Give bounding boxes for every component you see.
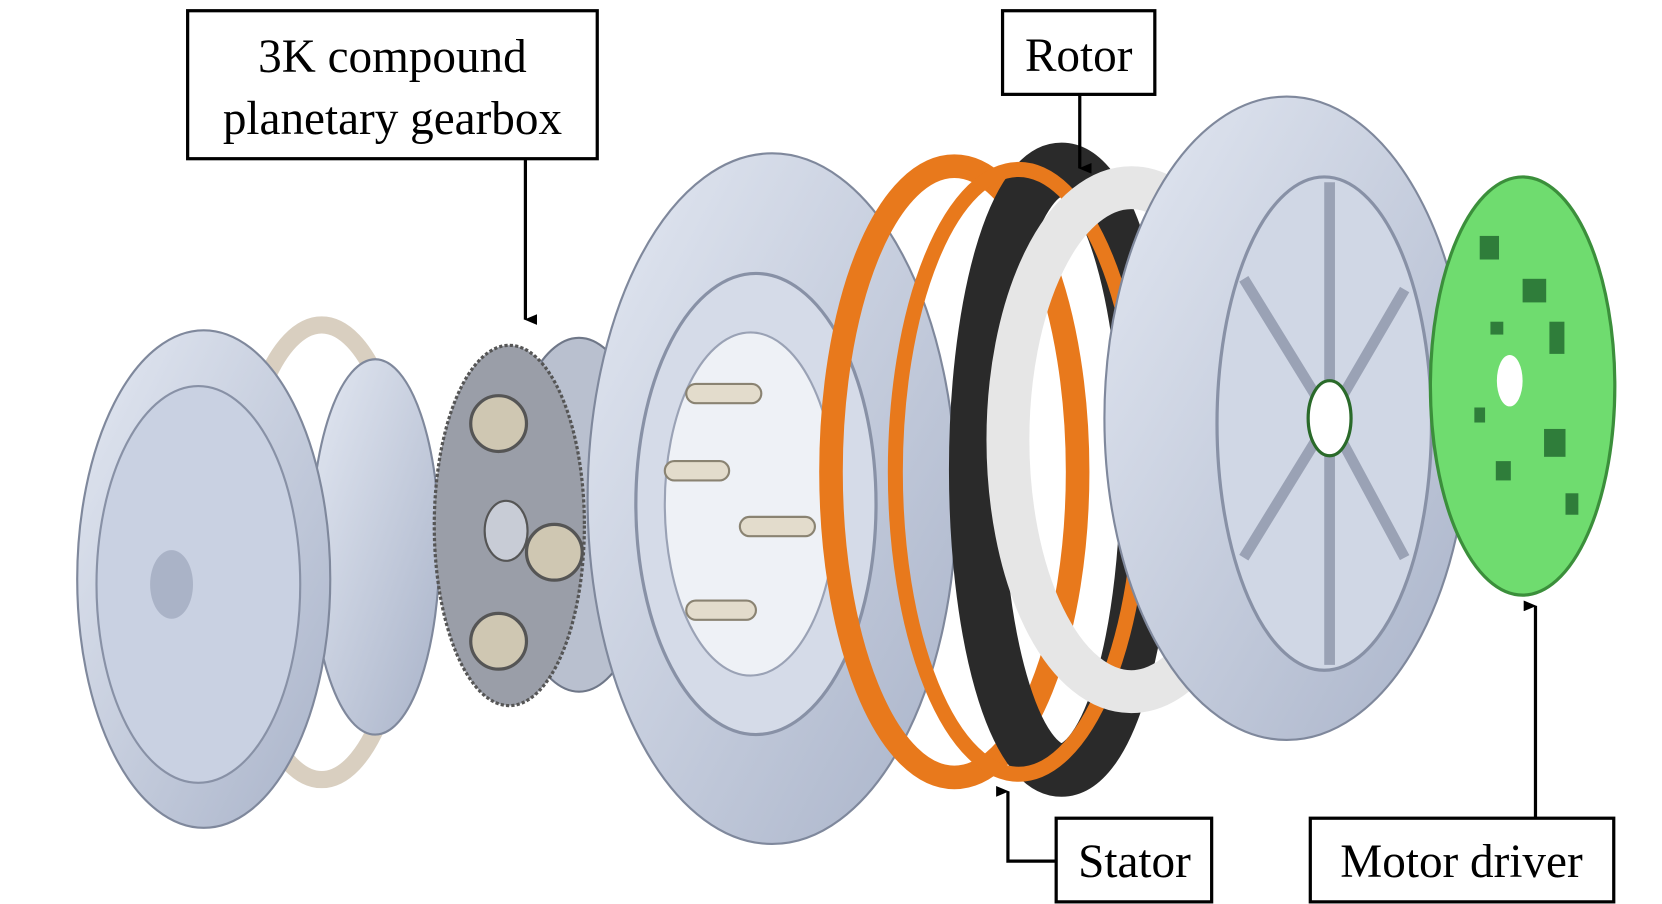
gearbox-label-box bbox=[186, 9, 599, 161]
stator bbox=[819, 154, 1090, 790]
output-flange bbox=[76, 316, 441, 829]
gearbox-label-line1: 3K compound bbox=[258, 31, 527, 83]
stator-callout: Stator bbox=[996, 786, 1214, 904]
rear-housing bbox=[1103, 95, 1471, 742]
stator-label-box bbox=[1054, 816, 1214, 904]
gearbox-label-line2: planetary gearbox bbox=[223, 93, 563, 145]
motor-driver-label-box bbox=[1308, 816, 1616, 904]
gearbox-callout: 3K compound planetary gearbox bbox=[186, 9, 599, 325]
motor-driver-pcb bbox=[1428, 175, 1617, 597]
stator-label: Stator bbox=[1078, 836, 1191, 888]
rotor-label: Rotor bbox=[1025, 30, 1133, 82]
support-pins bbox=[663, 382, 816, 621]
rotor-label-box bbox=[1000, 9, 1157, 96]
motor-driver-label: Motor driver bbox=[1340, 836, 1583, 888]
stator-arrow bbox=[996, 786, 1057, 863]
rotor-callout: Rotor bbox=[1000, 9, 1157, 174]
motor-driver-callout: Motor driver bbox=[1308, 600, 1616, 904]
